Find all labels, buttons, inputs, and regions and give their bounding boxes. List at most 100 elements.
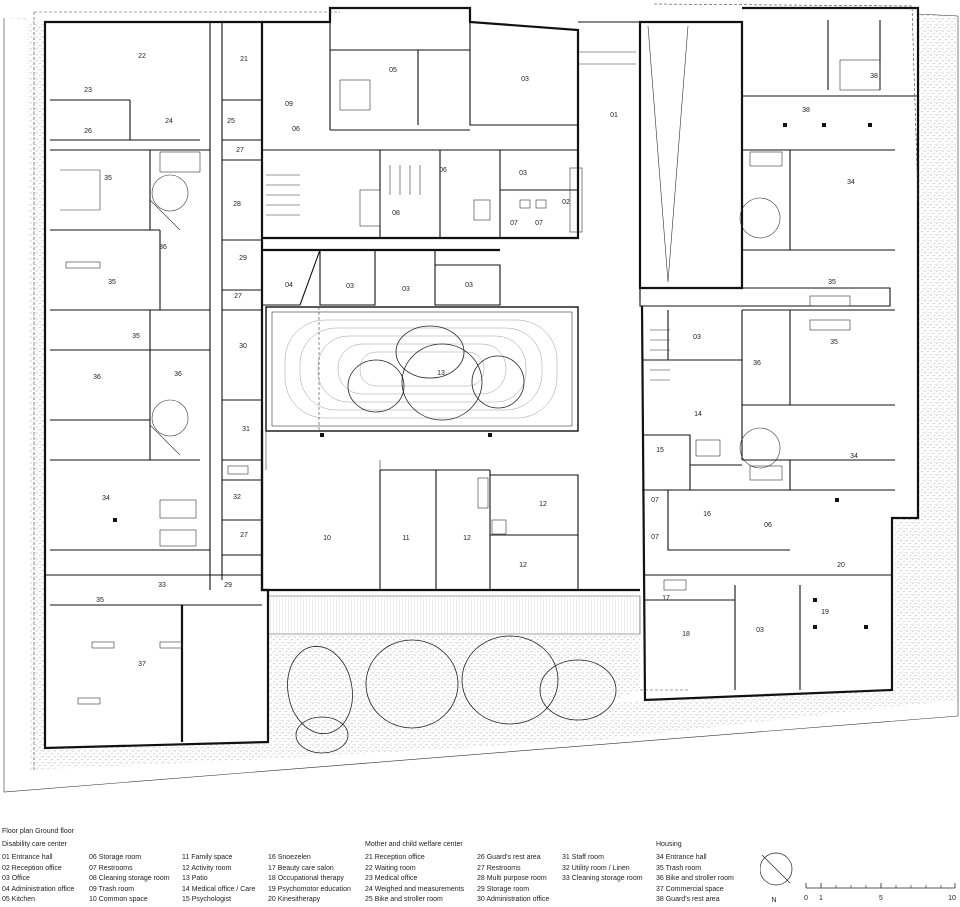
legend-item: 06 Storage room (89, 854, 142, 861)
room-number-label: 34 (847, 179, 855, 186)
legend-item: 22 Waiting room (365, 864, 416, 872)
room-number-label: 22 (138, 53, 146, 60)
room-number-label: 03 (402, 286, 410, 293)
legend-item: 31 Staff room (562, 854, 604, 861)
legend-item: 19 Psychomotor education (268, 885, 351, 893)
legend-item: 37 Commercial space (656, 885, 724, 893)
legend-item: 07 Restrooms (89, 864, 133, 872)
room-number-label: 27 (236, 147, 244, 154)
legend-item: 38 Guard's rest area (656, 896, 720, 903)
room-number-label: 11 (402, 535, 409, 542)
room-number-label: 05 (389, 67, 397, 74)
legend-item: 13 Patio (182, 875, 208, 882)
legend-item: 29 Storage room (477, 885, 530, 893)
room-number-label: 07 (535, 220, 543, 227)
room-number-label: 34 (850, 453, 858, 460)
room-number-label: 35 (96, 597, 104, 604)
patio (265, 306, 579, 432)
room-number-label: 08 (392, 210, 400, 217)
legend-col-8: 34 Entrance hall 35 Trash room 36 Bike a… (656, 853, 734, 906)
room-number-label: 17 (662, 595, 670, 602)
legend-col-6: 26 Guard's rest area 27 Restrooms 28 Mul… (477, 853, 549, 906)
room-number-label: 02 (562, 199, 570, 206)
site-ground (3, 13, 959, 793)
scale-tick-label: 10 (948, 895, 956, 902)
legend-item: 10 Common space (89, 896, 148, 903)
legend-item: 05 Kitchen (2, 896, 36, 903)
room-number-label: 03 (756, 627, 764, 634)
legend-item: 20 Kinesitherapy (268, 896, 321, 903)
room-number-label: 03 (693, 334, 701, 341)
east-building (640, 6, 920, 702)
legend-item: 27 Restrooms (477, 864, 521, 872)
room-number-label: 14 (694, 411, 702, 418)
room-number-label: 20 (837, 562, 845, 569)
room-number-label: 13 (437, 370, 445, 377)
legend-item: 36 Bike and stroller room (656, 875, 734, 882)
room-number-label: 35 (108, 279, 116, 286)
room-number-label: 26 (84, 128, 92, 135)
room-number-label: 31 (242, 426, 250, 433)
legend-item: 17 Beauty care salon (268, 864, 334, 872)
scale-tick-label: 0 (804, 895, 808, 902)
legend-item: 32 Utility room / Linen (562, 864, 630, 872)
room-number-label: 38 (870, 73, 878, 80)
room-number-label: 06 (292, 126, 300, 133)
room-number-label: 28 (233, 201, 241, 208)
room-number-label: 30 (239, 343, 247, 350)
section-mother-child: Mother and child welfare center (365, 841, 463, 848)
legend-col-7: 31 Staff room 32 Utility room / Linen 33… (562, 853, 643, 885)
room-number-label: 35 (104, 175, 112, 182)
room-number-label: 15 (656, 447, 664, 454)
legend-item: 04 Administration office (2, 885, 75, 893)
room-number-label: 21 (240, 56, 248, 63)
legend-item: 14 Medical office / Care (182, 885, 256, 893)
room-number-label: 04 (285, 282, 293, 289)
room-number-label: 34 (102, 495, 110, 502)
room-number-label: 24 (165, 118, 173, 125)
scale-bar (805, 883, 956, 889)
room-number-label: 36 (159, 244, 167, 251)
legend-col-3: 11 Family space 12 Activity room 13 Pati… (182, 853, 255, 906)
room-number-label: 23 (84, 87, 92, 94)
entrance-hall (638, 20, 891, 307)
legend-item: 18 Occupational therapy (268, 875, 344, 882)
section-housing: Housing (656, 841, 682, 848)
legend-item: 12 Activity room (182, 864, 232, 872)
legend-item: 08 Cleaning storage room (89, 875, 170, 882)
legend-col-1: 01 Entrance hall 02 Reception office 03 … (2, 853, 74, 906)
legend-item: 11 Family space (182, 854, 233, 861)
room-number-label: 38 (802, 107, 810, 114)
legend: Floor plan Ground floor Disability care … (0, 815, 960, 907)
room-number-label: 12 (463, 535, 471, 542)
room-number-label: 36 (93, 374, 101, 381)
room-number-label: 35 (830, 339, 838, 346)
room-number-label: 10 (323, 535, 331, 542)
room-number-label: 06 (439, 167, 447, 174)
room-number-label: 27 (240, 532, 248, 539)
west-building (43, 20, 270, 750)
legend-item: 21 Reception office (365, 854, 425, 861)
legend-item: 16 Snoezelen (268, 854, 311, 861)
room-number-label: 36 (753, 360, 761, 367)
room-number-label: 06 (764, 522, 772, 529)
room-number-label: 18 (682, 631, 690, 638)
legend-item: 15 Psychologist (182, 896, 232, 903)
legend-col-5: 21 Reception office 22 Waiting room 23 M… (365, 853, 464, 906)
legend-col-2: 06 Storage room 07 Restrooms 08 Cleaning… (89, 853, 170, 906)
room-number-label: 25 (227, 118, 235, 125)
legend-item: 24 Weighed and measurements (365, 885, 465, 893)
legend-item: 35 Trash room (656, 864, 702, 872)
north-and-scale: N 0 1 5 10 (760, 852, 956, 904)
floor-plan: 2223262421092527060503013838350603342808… (3, 3, 959, 793)
room-number-label: 07 (510, 220, 518, 227)
legend-item: 34 Entrance hall (656, 854, 707, 861)
room-number-label: 03 (521, 76, 529, 83)
room-number-label: 07 (651, 497, 659, 504)
room-number-label: 19 (821, 609, 829, 616)
room-number-label: 07 (651, 534, 659, 541)
scale-tick-label: 1 (819, 895, 823, 902)
central-block (261, 6, 641, 306)
room-number-label: 35 (132, 333, 140, 340)
